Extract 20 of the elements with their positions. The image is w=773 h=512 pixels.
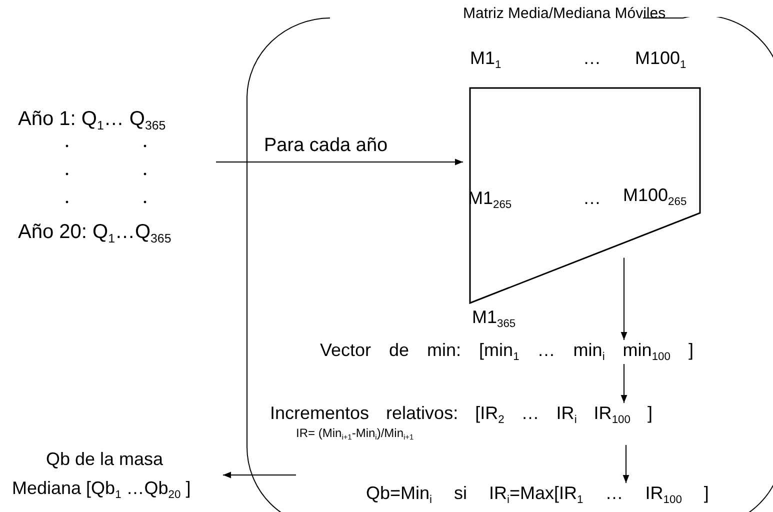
arrow	[222, 472, 296, 478]
output-text: Qb de la masa	[46, 449, 164, 470]
vector-text: Vector de min: [min$_{1}$ … min$_{i}$ min$_{100}$ ]	[320, 340, 694, 361]
arrow	[620, 257, 628, 340]
matrix-cell: M100$_{1}$	[635, 48, 686, 69]
text-line: Año 1: Q$_{1}$… Q$_{365}$	[18, 108, 166, 131]
arrow	[216, 158, 464, 166]
step-text: Incrementos relativos: [IR$_{2}$ … IR$_{i}$ IR$_{100}$ ]	[270, 403, 652, 424]
arrow	[622, 444, 630, 484]
result-text: Qb=Min$_{i}$ si IR$_{i}$=Max[IR$_{1}$ … IR$_{100}$ ]	[366, 483, 709, 504]
output-text: Mediana [Qb$_{1}$ …Qb$_{20}$ ]	[12, 478, 191, 499]
matrix-cell: …	[583, 48, 601, 69]
arrow	[620, 364, 628, 404]
matrix-cell: M100$_{265}$	[623, 185, 687, 206]
matrix-cell: M1$_{1}$	[470, 48, 502, 69]
matrix-title: Matriz Media/Mediana Móviles	[463, 5, 666, 22]
text-line: Año 20: Q$_{1}$…Q$_{365}$	[18, 221, 172, 244]
matrix-cell: M1$_{365}$	[472, 307, 516, 328]
formula-text: IR= (Min$_{i+1}$-Min$_{i}$)/Min$_{i+1}$	[296, 427, 414, 441]
matrix-cell: …	[583, 188, 601, 209]
